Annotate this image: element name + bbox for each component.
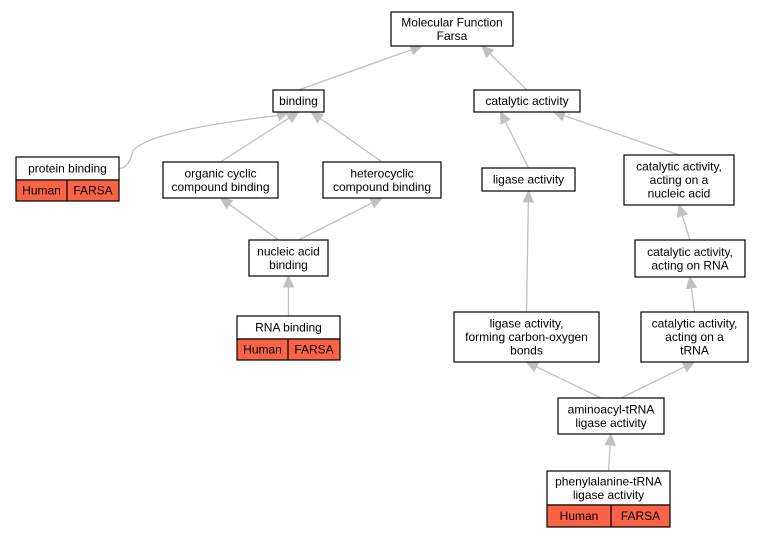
node-label-line: nucleic acid [648, 187, 711, 201]
node-box [623, 154, 735, 206]
node-label-line: nucleic acid [257, 244, 320, 258]
node-label-line: phenylalanine-tRNA [555, 474, 662, 488]
node-box [473, 89, 581, 113]
node-box [481, 167, 576, 192]
arrowhead-ligase_co-to-ligase_activity [522, 189, 535, 203]
node-label-line: acting on RNA [651, 258, 728, 272]
edge-binding-to-molecular_function [298, 49, 412, 91]
node-ligase-co: ligase activity,forming carbon-oxygenbon… [453, 311, 600, 363]
node-box [162, 161, 279, 199]
node-box [248, 239, 329, 277]
node-label-line: RNA binding [255, 321, 322, 335]
node-label-line: acting on a [665, 330, 724, 344]
edge-aminoacyl-to-ligase_co [536, 366, 602, 399]
edge-cat_nucleic_acid-to-catalytic_activity [563, 114, 680, 156]
node-catalytic-activity: catalytic activity [473, 89, 581, 113]
node-label-line: compound binding [171, 180, 269, 194]
edges [118, 44, 698, 472]
edge-ligase_activity-to-catalytic_activity [504, 121, 530, 169]
node-label-line: organic cyclic [184, 166, 256, 180]
node-label-line: catalytic activity, [652, 317, 738, 331]
annotation-gene: FARSA [73, 184, 112, 198]
arrowhead-cat_trna-to-cat_rna [685, 275, 698, 290]
arrowhead-phe_trna-to-aminoacyl [604, 432, 616, 446]
annotation-species: Human [243, 343, 282, 357]
node-box [557, 397, 665, 435]
annotation-row [546, 504, 671, 528]
arrowhead-ligase_activity-to-catalytic_activity [499, 110, 511, 125]
node-binding: binding [272, 89, 325, 113]
node-label-line: catalytic activity, [636, 160, 722, 174]
arrowhead-aminoacyl-to-cat_trna [681, 361, 696, 373]
node-label-line: catalytic activity [485, 94, 568, 108]
arrowhead-aminoacyl-to-ligase_co [525, 361, 540, 373]
edge-nucleic_acid_binding-to-heterocyclic [298, 202, 373, 241]
annotation-species: Human [22, 184, 61, 198]
node-box [640, 311, 749, 363]
edge-cat_trna-to-cat_rna [690, 287, 696, 313]
edge-ligase_co-to-ligase_activity [525, 201, 529, 313]
arrowhead-nucleic_acid_binding-to-organic_cyclic [219, 197, 234, 210]
node-label-line: Farsa [437, 29, 468, 43]
edge-organic_cyclic-to-binding [220, 117, 290, 163]
node-box [322, 161, 442, 199]
node-box [272, 89, 325, 113]
node-label-line: tRNA [680, 344, 709, 358]
node-box [453, 311, 600, 363]
edge-nucleic_acid_binding-to-organic_cyclic [229, 203, 279, 241]
arrowhead-heterocyclic-to-binding [310, 111, 324, 124]
node-label-line: bonds [510, 344, 543, 358]
node-label-line: acting on a [650, 173, 709, 187]
annotation-species: Human [560, 509, 599, 523]
edge-phe_trna-to-aminoacyl [607, 444, 611, 472]
node-label-line: Molecular Function [401, 15, 502, 29]
node-box [390, 11, 514, 47]
node-label-line: forming carbon-oxygen [465, 330, 588, 344]
node-label-line: ligase activity [575, 416, 646, 430]
edge-aminoacyl-to-cat_trna [620, 366, 685, 399]
node-label-line: compound binding [333, 180, 431, 194]
node-label-line: heterocyclic [350, 166, 413, 180]
edge-catalytic_activity-to-molecular_function [489, 53, 528, 91]
edge-cat_rna-to-cat_nucleic_acid [681, 215, 691, 241]
node-label-line: aminoacyl-tRNA [568, 402, 655, 416]
node-label-line: ligase activity, [490, 317, 564, 331]
arrowhead-catalytic_activity-to-molecular_function [481, 45, 495, 59]
node-label-line: binding [269, 258, 308, 272]
node-label-line: binding [279, 94, 318, 108]
arrowhead-rna_binding-to-nucleic_acid_binding [282, 274, 295, 288]
node-ligase-activity: ligase activity [481, 167, 576, 192]
node-label-line: ligase activity [493, 173, 564, 187]
edge-protein_binding-to-binding [118, 114, 278, 170]
node-label-line: catalytic activity, [647, 245, 733, 259]
arrowhead-organic_cyclic-to-binding [285, 111, 300, 124]
arrowhead-nucleic_acid_binding-to-heterocyclic [369, 197, 384, 209]
node-box [634, 239, 746, 278]
node-cat-rna: catalytic activity,acting on RNA [634, 239, 746, 278]
edge-heterocyclic-to-binding [319, 117, 383, 163]
annotation-gene: FARSA [621, 509, 660, 523]
node-label-line: protein binding [28, 162, 107, 176]
node-label-line: ligase activity [573, 488, 644, 502]
arrowhead-cat_rna-to-cat_nucleic_acid [676, 203, 688, 218]
annotation-gene: FARSA [294, 343, 333, 357]
